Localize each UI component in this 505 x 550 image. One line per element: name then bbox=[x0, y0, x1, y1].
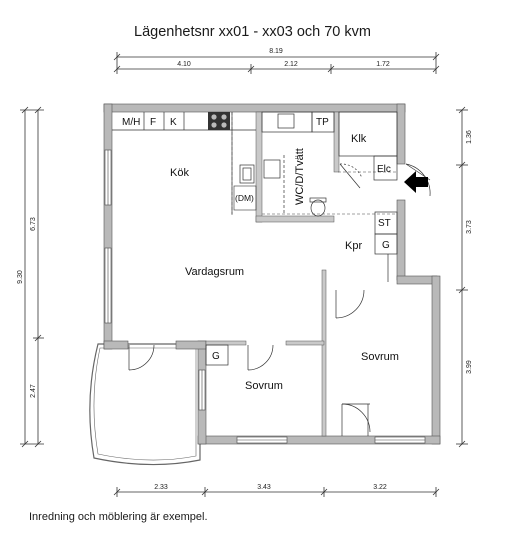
dim-right-seg-3: 3.99 bbox=[466, 360, 473, 374]
entrance-arrow-icon bbox=[404, 171, 428, 193]
label-dm: (DM) bbox=[235, 193, 254, 203]
label-tp: TP bbox=[316, 117, 329, 128]
room-kitchen: Kök bbox=[170, 167, 189, 179]
dim-right-seg-2: 3.73 bbox=[466, 220, 473, 234]
dim-left-seg-1: 6.73 bbox=[30, 217, 37, 231]
dimension-lines bbox=[20, 52, 468, 497]
dimension-ticks bbox=[21, 53, 466, 496]
interior-walls bbox=[205, 111, 340, 437]
dashed-lines bbox=[231, 112, 397, 216]
dishwasher-box bbox=[233, 185, 257, 211]
room-wc: WC/D/Tvätt bbox=[294, 148, 306, 205]
dim-top-total: 8.19 bbox=[269, 48, 283, 55]
dim-top-seg-3: 1.72 bbox=[376, 61, 390, 68]
doors bbox=[128, 163, 431, 436]
stove-icon bbox=[208, 112, 230, 130]
label-k: K bbox=[170, 117, 177, 128]
wc-fixtures bbox=[261, 111, 335, 217]
dim-top-seg-1: 4.10 bbox=[177, 61, 191, 68]
footnote: Inredning och möblering är exempel. bbox=[29, 511, 208, 523]
dim-bottom-seg-3: 3.22 bbox=[373, 484, 387, 491]
room-bedroom-right: Sovrum bbox=[361, 351, 399, 363]
label-f: F bbox=[150, 117, 156, 128]
label-g-bedroom: G bbox=[212, 351, 220, 362]
room-bedroom-left: Sovrum bbox=[245, 380, 283, 392]
dim-bottom-seg-1: 2.33 bbox=[154, 484, 168, 491]
label-g-hall: G bbox=[382, 240, 390, 251]
kitchen-sink-icon bbox=[239, 164, 255, 184]
closet bbox=[338, 111, 398, 189]
label-st: ST bbox=[378, 218, 391, 229]
dim-left-total: 9.30 bbox=[17, 270, 24, 284]
bedroom-closet bbox=[205, 344, 229, 366]
plan-title: Lägenhetsnr xx01 - xx03 och 70 kvm bbox=[134, 24, 371, 40]
balcony bbox=[89, 343, 201, 466]
room-hall: Kpr bbox=[345, 240, 362, 252]
dim-right-seg-1: 1.36 bbox=[466, 130, 473, 144]
label-mh: M/H bbox=[122, 117, 140, 128]
room-living: Vardagsrum bbox=[185, 266, 244, 278]
windows bbox=[104, 149, 426, 444]
dim-left-seg-2: 2.47 bbox=[30, 384, 37, 398]
label-elc: Elc bbox=[377, 164, 391, 175]
hall-storage bbox=[374, 211, 398, 282]
stove-burners bbox=[211, 114, 227, 128]
dim-top-seg-2: 2.12 bbox=[284, 61, 298, 68]
dim-bottom-seg-2: 3.43 bbox=[257, 484, 271, 491]
room-closet: Klk bbox=[351, 133, 367, 145]
walls bbox=[103, 103, 441, 445]
